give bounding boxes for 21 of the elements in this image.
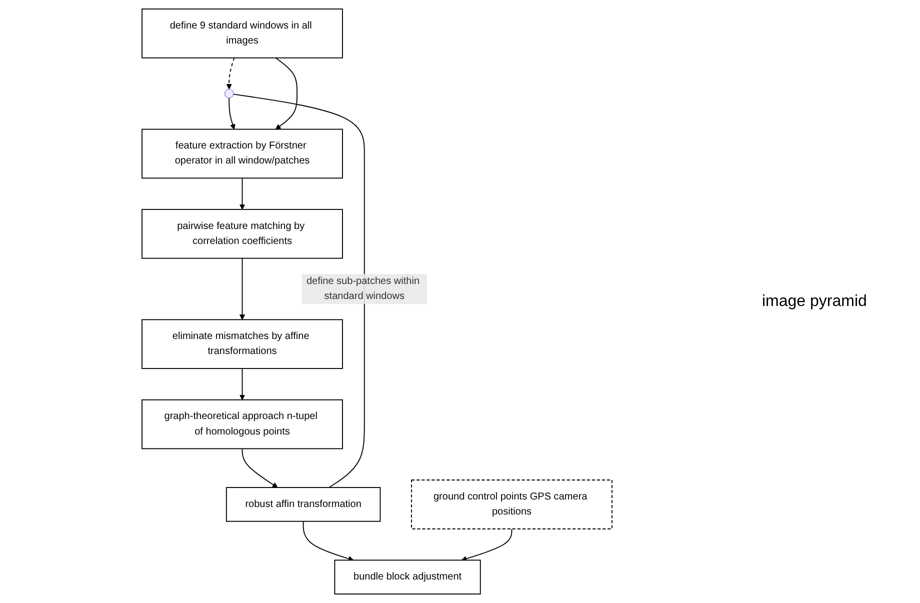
node-box: pairwise feature matching by correlation coefficients (142, 208, 343, 259)
arrow (242, 448, 278, 488)
node-box: bundle block adjustment (334, 560, 481, 594)
arrow (240, 258, 245, 320)
node-box: robust affin transformation (226, 487, 381, 522)
node-box: define 9 standard windows in all images (142, 8, 343, 58)
node-box: feature extraction by Förstner operator in all window/patches (142, 128, 343, 179)
node-box: ground control points GPS camera positions (411, 480, 612, 530)
arrow (228, 97, 236, 130)
arrow (240, 178, 245, 210)
node-box: eliminate mismatches by affine transformations (142, 319, 343, 369)
node-circle (224, 88, 234, 98)
arrow (302, 520, 354, 562)
note-label: image pyramid (762, 292, 868, 310)
connector (232, 94, 365, 488)
arrow (240, 368, 245, 400)
arrow (275, 57, 298, 130)
edge-label: define sub-patches within standard windows (306, 276, 420, 302)
arrow (226, 57, 235, 90)
arrow (461, 528, 512, 562)
node-box: graph-theoretical approach n-tupel of homologous points (142, 399, 343, 450)
